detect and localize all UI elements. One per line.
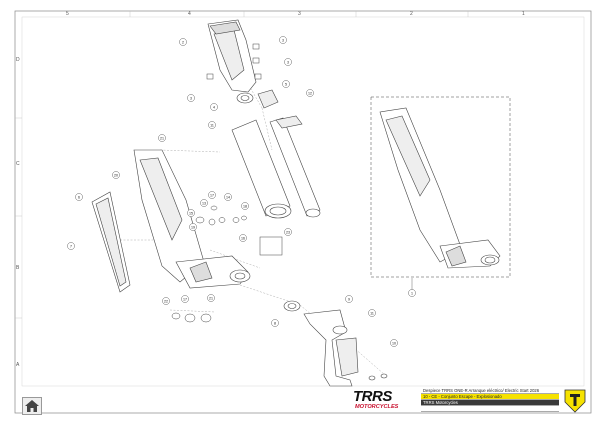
column-label: 5 — [66, 11, 69, 17]
callout: 1 — [408, 289, 416, 297]
svg-text:19: 19 — [191, 225, 195, 229]
svg-text:5: 5 — [285, 82, 287, 86]
home-icon — [25, 400, 39, 412]
svg-text:17: 17 — [210, 193, 214, 197]
row-labels: D C B A — [16, 57, 20, 368]
callout: 3 — [187, 94, 195, 102]
svg-text:6: 6 — [78, 195, 80, 199]
tube-long — [269, 115, 321, 218]
callout: 2 — [179, 38, 187, 46]
callout: 5 — [282, 80, 290, 88]
svg-text:10: 10 — [392, 341, 396, 345]
svg-text:13: 13 — [202, 201, 206, 205]
muffler-cover — [91, 191, 131, 293]
row-label: A — [16, 362, 20, 368]
svg-text:21: 21 — [209, 296, 213, 300]
logo-text: TRRS — [353, 388, 392, 405]
callout: 7 — [67, 242, 75, 250]
row-label: B — [16, 265, 20, 271]
callout: 17 — [208, 191, 216, 199]
column-label: 3 — [298, 11, 301, 17]
callout: 20 — [112, 171, 120, 179]
callout: 22 — [162, 297, 170, 305]
svg-text:4: 4 — [213, 105, 215, 109]
home-button[interactable] — [22, 397, 42, 415]
callout: 11 — [368, 309, 376, 317]
svg-text:17: 17 — [183, 297, 187, 301]
callout: 6 — [75, 193, 83, 201]
title-line-company: TRRS Motorcycles — [421, 400, 559, 406]
callouts: 2 3 3 3 4 5 12 11 21 20 6 7 15 17 13 14 … — [67, 36, 416, 347]
gasket-top — [236, 89, 279, 109]
silencer-body — [231, 119, 292, 219]
callout: 8 — [271, 319, 279, 327]
svg-text:3: 3 — [282, 38, 284, 42]
callout: 3 — [284, 58, 292, 66]
muffler-main — [133, 149, 251, 289]
row-label: C — [16, 161, 20, 167]
title-line-model: Despiece TRRS ONE-R Arranque eléctrico/ … — [421, 388, 559, 394]
drawing-inner-frame — [21, 16, 585, 387]
callout: 23 — [284, 228, 292, 236]
row-label: D — [16, 57, 20, 63]
callout: 12 — [306, 89, 314, 97]
title-line-empty — [421, 406, 559, 412]
svg-text:16: 16 — [241, 236, 245, 240]
svg-text:3: 3 — [287, 60, 289, 64]
callout: 17 — [181, 295, 189, 303]
callout: 19 — [189, 223, 197, 231]
svg-text:15: 15 — [189, 211, 193, 215]
muffler-upper — [207, 19, 257, 93]
callout: 3 — [279, 36, 287, 44]
svg-text:9: 9 — [348, 297, 350, 301]
title-rows: Despiece TRRS ONE-R Arranque eléctrico/ … — [421, 388, 559, 413]
shield-logo-icon — [564, 389, 586, 413]
column-label: 2 — [410, 11, 413, 17]
callout: 11 — [208, 121, 216, 129]
svg-text:21: 21 — [160, 136, 164, 140]
callout: 21 — [207, 294, 215, 302]
title-line-section: 10 - CE - Conjunto Escape - Explosionado — [421, 394, 559, 400]
label-sticker — [259, 236, 283, 256]
callout: 21 — [158, 134, 166, 142]
clips — [206, 43, 262, 80]
svg-text:12: 12 — [308, 91, 312, 95]
callout: 15 — [187, 209, 195, 217]
svg-text:3: 3 — [190, 96, 192, 100]
callout: 4 — [210, 103, 218, 111]
assembled-view-frame — [370, 96, 511, 278]
svg-text:23: 23 — [286, 230, 290, 234]
callout: 16 — [239, 234, 247, 242]
callout: 9 — [345, 295, 353, 303]
lower-fasteners — [171, 312, 212, 323]
title-block: TRRS MOTORCYCLES Despiece TRRS ONE-R Arr… — [351, 388, 559, 413]
svg-text:11: 11 — [370, 311, 374, 315]
svg-text:7: 7 — [70, 244, 72, 248]
svg-text:8: 8 — [274, 321, 276, 325]
svg-text:18: 18 — [243, 204, 247, 208]
header-pipe — [283, 300, 388, 387]
callout: 13 — [200, 199, 208, 207]
svg-text:14: 14 — [226, 195, 230, 199]
column-label: 1 — [522, 11, 525, 17]
svg-text:11: 11 — [210, 123, 214, 127]
column-label: 4 — [188, 11, 191, 17]
row-ticks — [15, 117, 22, 319]
svg-text:22: 22 — [164, 299, 168, 303]
brand-logo: TRRS MOTORCYCLES — [351, 388, 420, 413]
svg-text:1: 1 — [411, 291, 413, 295]
drawing-frame — [14, 10, 592, 414]
callout: 14 — [224, 193, 232, 201]
muffler-assembled — [379, 107, 501, 269]
column-labels: 5 4 3 2 1 — [66, 11, 525, 17]
column-ticks — [129, 11, 469, 17]
callout: 10 — [390, 339, 398, 347]
small-parts — [195, 205, 247, 226]
svg-text:2: 2 — [182, 40, 184, 44]
logo-subtext: MOTORCYCLES — [355, 404, 399, 410]
svg-text:20: 20 — [114, 173, 118, 177]
callout: 18 — [241, 202, 249, 210]
